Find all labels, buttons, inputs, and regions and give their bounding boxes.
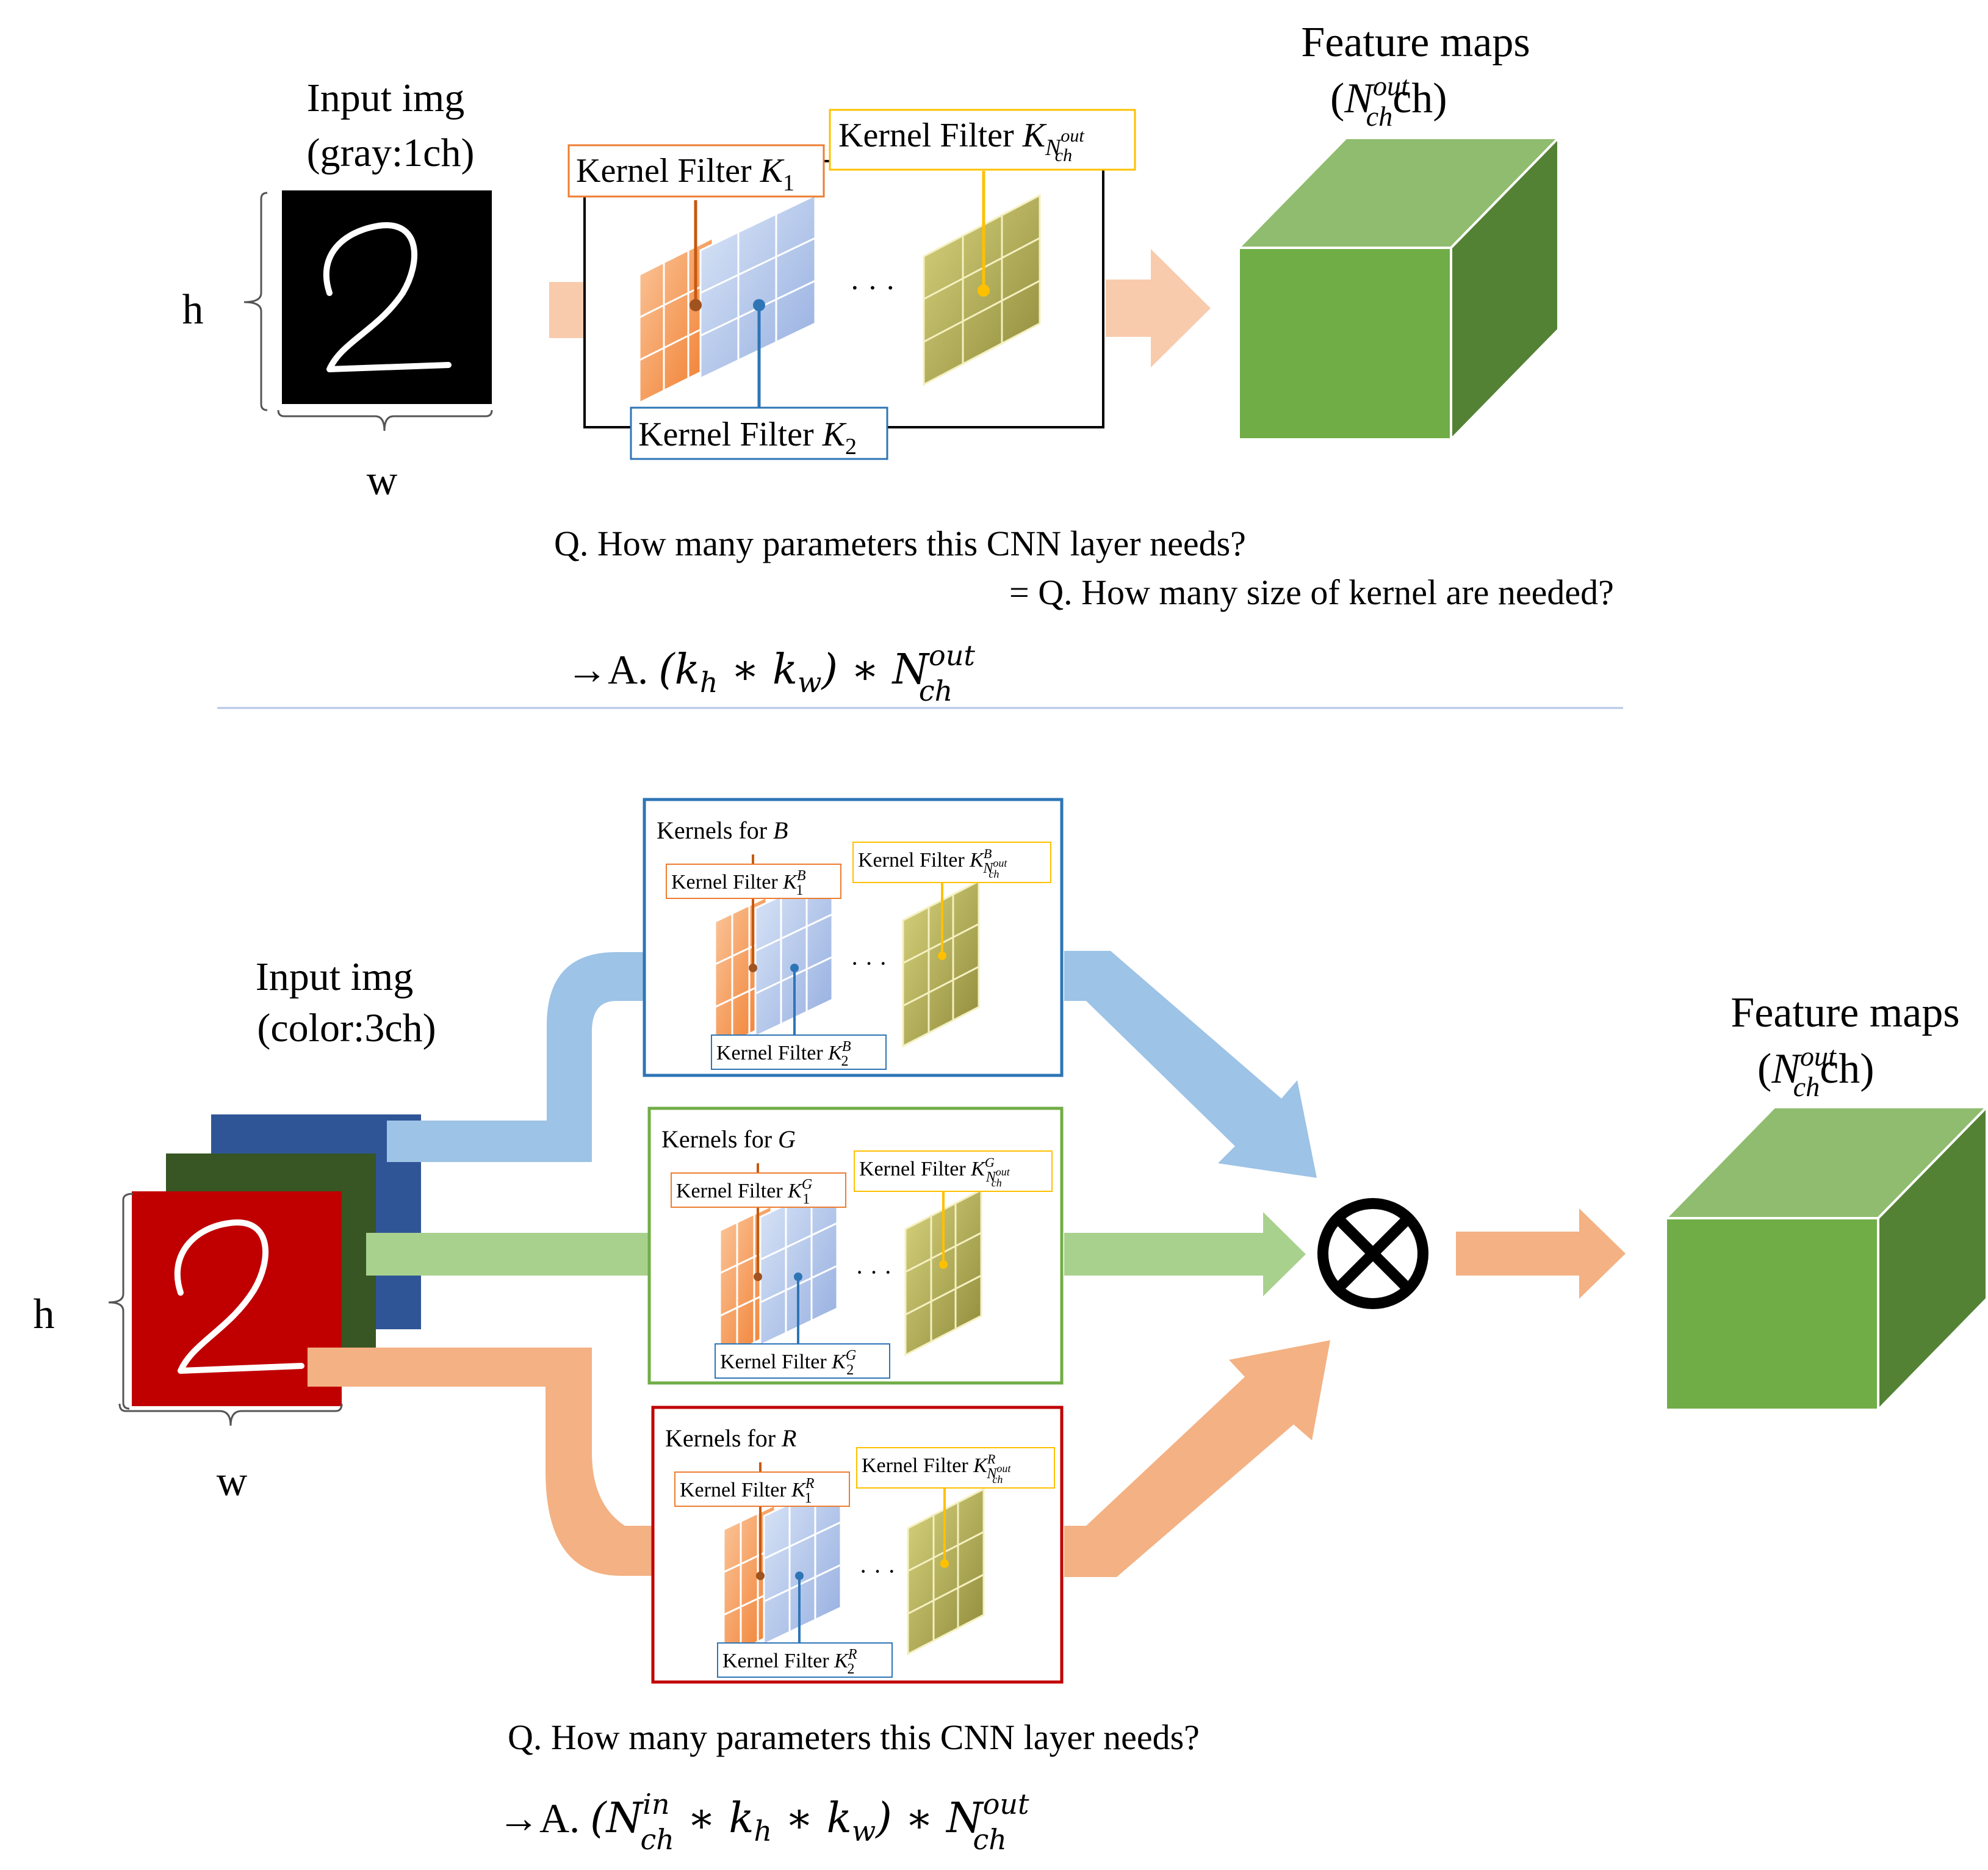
top-output-arrow bbox=[1106, 249, 1211, 367]
bottom-section: Input img (color:3ch) h w Kernels for B bbox=[34, 798, 1988, 1856]
svg-text:Kernel Filter KG2: Kernel Filter KG2 bbox=[720, 1348, 856, 1378]
top-question: Q. How many parameters this CNN layer ne… bbox=[554, 524, 1246, 563]
top-kernel-dots: · · · bbox=[850, 270, 896, 305]
bottom-h-brace bbox=[108, 1193, 134, 1410]
bottom-input-subtitle: (color:3ch) bbox=[257, 1006, 436, 1050]
top-section: Input img (gray:1ch) h w bbox=[182, 19, 1614, 707]
top-feature-cube bbox=[1236, 135, 1561, 442]
green-route-arrow bbox=[366, 1233, 650, 1276]
svg-text:Kernel Filter KB2: Kernel Filter KB2 bbox=[716, 1039, 851, 1069]
bottom-w-label: w bbox=[217, 1458, 248, 1505]
top-question-2: = Q. How many size of kernel are needed? bbox=[1009, 572, 1614, 612]
top-w-brace bbox=[277, 410, 493, 431]
svg-text:Kernels for R: Kernels for R bbox=[665, 1424, 796, 1452]
svg-text:Kernel Filter KG1: Kernel Filter KG1 bbox=[676, 1177, 812, 1207]
red-route-arrow bbox=[308, 1348, 653, 1576]
top-input-subtitle: (gray:1ch) bbox=[307, 131, 475, 175]
bottom-question: Q. How many parameters this CNN layer ne… bbox=[508, 1717, 1200, 1757]
top-feature-title: Feature maps bbox=[1301, 19, 1530, 66]
kernel-filter-2-grid bbox=[699, 193, 816, 380]
color-input-image-stack bbox=[132, 1114, 421, 1406]
top-w-label: w bbox=[367, 457, 398, 504]
kernel-r-grids: · · · bbox=[722, 1454, 985, 1661]
bottom-input-title: Input img bbox=[256, 955, 414, 999]
svg-text:· · ·: · · · bbox=[859, 1558, 896, 1585]
bottom-w-brace bbox=[118, 1403, 343, 1426]
top-input-title: Input img bbox=[307, 76, 465, 120]
svg-text:· · ·: · · · bbox=[851, 950, 887, 977]
blue-to-combine-arrow bbox=[1064, 951, 1317, 1178]
svg-text:Kernel Filter K2: Kernel Filter K2 bbox=[638, 416, 857, 460]
svg-text:Kernels for G: Kernels for G bbox=[661, 1125, 796, 1153]
svg-text:Kernels for B: Kernels for B bbox=[657, 817, 788, 844]
combine-operator-icon bbox=[1317, 1198, 1428, 1309]
bottom-h-label: h bbox=[34, 1291, 55, 1338]
top-kernel-2-label: Kernel Filter K2 bbox=[630, 406, 888, 460]
red-to-combine-arrow bbox=[1064, 1340, 1330, 1577]
svg-text:Kernel Filter K1: Kernel Filter K1 bbox=[576, 152, 794, 196]
gray-input-image bbox=[282, 190, 492, 404]
top-kernel-1-label: Kernel Filter K1 bbox=[567, 144, 825, 198]
svg-text:Kernel Filter KB1: Kernel Filter KB1 bbox=[671, 868, 806, 898]
top-input-arrow bbox=[549, 282, 585, 338]
top-h-label: h bbox=[182, 286, 204, 333]
kernel-g-grids: · · · bbox=[719, 1157, 982, 1362]
bottom-feature-title: Feature maps bbox=[1730, 989, 1959, 1036]
green-to-combine-arrow bbox=[1064, 1212, 1306, 1296]
svg-text:· · ·: · · · bbox=[855, 1258, 892, 1286]
blue-route-arrow bbox=[387, 952, 647, 1162]
svg-text:Kernel Filter KR2: Kernel Filter KR2 bbox=[722, 1647, 857, 1677]
bottom-output-arrow bbox=[1456, 1208, 1626, 1299]
top-kernel-stack: · · · bbox=[638, 171, 1041, 409]
kernel-b-grids: · · · bbox=[714, 848, 980, 1053]
bottom-feature-cube bbox=[1663, 1104, 1988, 1413]
top-h-brace bbox=[243, 192, 268, 411]
svg-text:Kernel Filter KR1: Kernel Filter KR1 bbox=[680, 1476, 815, 1506]
